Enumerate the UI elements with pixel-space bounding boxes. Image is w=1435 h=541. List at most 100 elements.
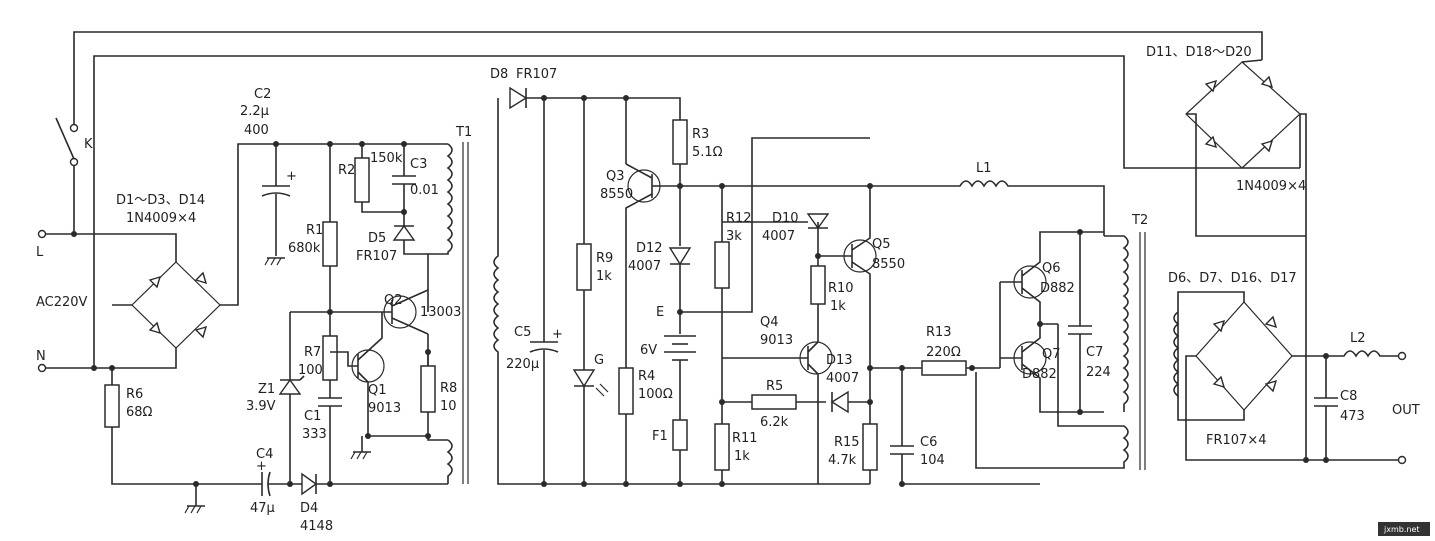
r10-label: R10 <box>828 281 854 296</box>
output-terminal-positive <box>1397 351 1407 361</box>
t2-secondary-winding <box>1173 311 1180 398</box>
output-terminal-negative <box>1397 455 1407 465</box>
f1-fuse <box>672 419 688 451</box>
t1-secondary-winding <box>493 98 870 485</box>
d5-diode <box>392 224 416 241</box>
r11-label: R11 <box>732 431 758 446</box>
q6-label: Q6 <box>1042 261 1061 276</box>
bridge2-type: 1N4009×4 <box>1236 179 1306 194</box>
r1-resistor <box>322 221 338 267</box>
inverter-section: Q6 D882 Q7 D882 C7 224 T2 <box>975 213 1180 470</box>
r6-resistor <box>104 384 120 428</box>
r12-value: 3k <box>726 229 742 244</box>
d10-label: D10 <box>772 211 799 226</box>
c2-voltage: 400 <box>244 123 269 138</box>
bridge-rectifier-2 <box>1185 61 1301 169</box>
r7-label: R7 <box>304 345 321 360</box>
r2-resistor <box>354 157 370 203</box>
l1-label: L1 <box>976 161 992 176</box>
r13-label: R13 <box>926 325 952 340</box>
c3-label: C3 <box>410 157 427 172</box>
c4-label: C4 <box>256 447 273 462</box>
bridge1-type: 1N4009×4 <box>126 211 196 226</box>
r13-value: 220Ω <box>926 345 961 360</box>
mains-input-section: L N AC220V K R6 68Ω <box>36 31 1300 514</box>
r12-label: R12 <box>726 211 752 226</box>
r7-resistor <box>322 335 338 381</box>
q2-label: Q2 <box>384 293 403 308</box>
t1-label: T1 <box>455 125 472 140</box>
r3-value: 5.1Ω <box>692 145 723 160</box>
c5-value: 220μ <box>506 357 539 372</box>
r11-value: 1k <box>734 449 750 464</box>
bridge2-label: D11、D18～D20 <box>1146 45 1252 60</box>
primary-oscillator-section: + C2 2.2μ 400 R1 680k R2 150k C3 0.01 D5… <box>240 87 472 534</box>
r15-resistor <box>862 423 878 471</box>
q4-label: Q4 <box>760 315 779 330</box>
c8-label: C8 <box>1340 389 1357 404</box>
q3-label: Q3 <box>606 169 625 184</box>
q2-value: 13003 <box>420 305 461 320</box>
r9-resistor <box>576 243 592 291</box>
d5-value: FR107 <box>356 249 397 264</box>
t2-label: T2 <box>1131 213 1148 228</box>
watermark-badge <box>1378 522 1430 536</box>
r12-resistor <box>714 241 730 289</box>
r13-resistor <box>921 360 967 376</box>
r4-resistor <box>618 367 634 415</box>
bridge-rectifier-1 <box>131 261 221 349</box>
battery-label: 6V <box>640 343 657 358</box>
d8-diode <box>509 86 528 110</box>
r2-value: 150k <box>370 151 403 166</box>
r1-value: 680k <box>288 241 321 256</box>
watermark-text: jxmb.net <box>1383 525 1420 534</box>
led-g-label: G <box>594 353 604 368</box>
z1-value: 3.9V <box>246 399 276 414</box>
d8-label: D8 <box>490 67 508 82</box>
c2-label: C2 <box>254 87 271 102</box>
r6-label: R6 <box>126 387 143 402</box>
r4-label: R4 <box>638 369 655 384</box>
d12-value: 4007 <box>628 259 661 274</box>
q7-label: Q7 <box>1042 347 1061 362</box>
r4-value: 100Ω <box>638 387 673 402</box>
d8-value: FR107 <box>516 67 557 82</box>
svg-text:+: + <box>552 327 563 342</box>
c3-value: 0.01 <box>410 183 439 198</box>
out-label: OUT <box>1392 403 1420 418</box>
d4-value: 4148 <box>300 519 333 534</box>
bridge3-type: FR107×4 <box>1206 433 1267 448</box>
node-e-label: E <box>656 305 664 320</box>
d10-value: 4007 <box>762 229 795 244</box>
switch-k-label: K <box>84 137 93 152</box>
d12-label: D12 <box>636 241 663 256</box>
r15-label: R15 <box>834 435 860 450</box>
c7-label: C7 <box>1086 345 1103 360</box>
l2-label: L2 <box>1350 331 1366 346</box>
bridge3-label: D6、D7、D16、D17 <box>1168 271 1297 286</box>
t2-feedback-winding <box>975 324 1129 469</box>
t2-primary-winding <box>1104 235 1129 412</box>
r7-value: 100 <box>298 363 323 378</box>
terminal-l <box>37 229 47 239</box>
q7-value: D882 <box>1022 367 1057 382</box>
l1-inductor <box>870 180 1105 236</box>
r8-label: R8 <box>440 381 457 396</box>
svg-text:+: + <box>256 459 267 474</box>
c1-label: C1 <box>304 409 321 424</box>
r8-value: 10 <box>440 399 457 414</box>
r5-resistor <box>751 394 797 410</box>
r6-value: 68Ω <box>126 405 153 420</box>
d13-value: 4007 <box>826 371 859 386</box>
f1-label: F1 <box>652 429 668 444</box>
d13-label: D13 <box>826 353 853 368</box>
c5-label: C5 <box>514 325 531 340</box>
q1-value: 9013 <box>368 401 401 416</box>
z1-zener <box>278 378 302 395</box>
ac-input-label: AC220V <box>36 295 88 310</box>
r5-value: 6.2k <box>760 415 789 430</box>
r2-label: R2 <box>338 163 355 178</box>
c8-value: 473 <box>1340 409 1365 424</box>
r10-resistor <box>810 265 826 305</box>
